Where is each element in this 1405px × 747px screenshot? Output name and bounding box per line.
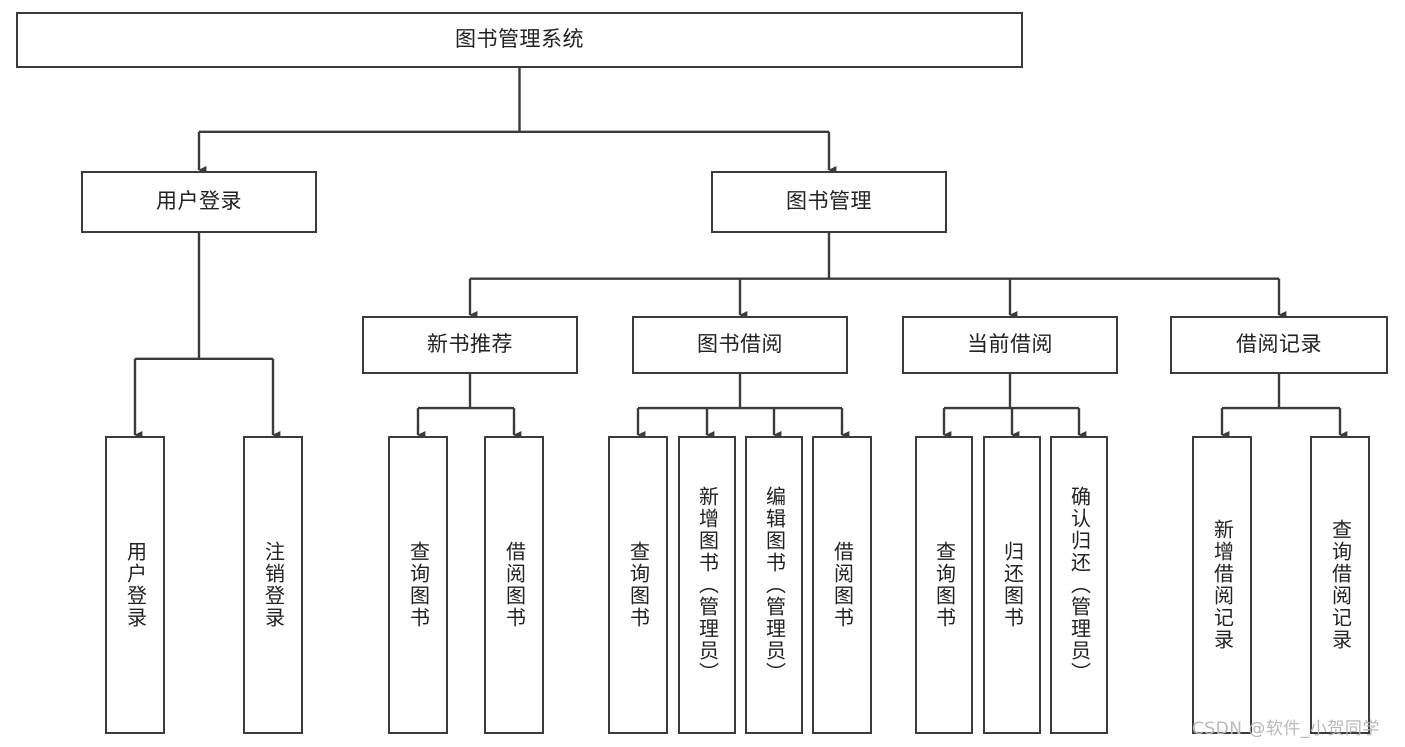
node-leaf-query-book-2[interactable]: 查询图书 xyxy=(608,436,668,734)
node-book-borrow[interactable]: 图书借阅 xyxy=(632,316,848,374)
node-label: 查询图书 xyxy=(932,541,957,629)
node-leaf-confirm-return[interactable]: 确认归还（管理员） xyxy=(1050,436,1108,734)
node-label: 新增借阅记录 xyxy=(1210,519,1235,651)
node-label: 图书管理系统 xyxy=(455,27,584,52)
node-book-manage[interactable]: 图书管理 xyxy=(711,171,947,233)
node-label: 借阅记录 xyxy=(1236,332,1322,357)
node-label: 新增图书（管理员） xyxy=(695,486,720,684)
node-leaf-query-book-1[interactable]: 查询图书 xyxy=(388,436,448,734)
node-leaf-borrow-book-1[interactable]: 借阅图书 xyxy=(484,436,544,734)
node-label: 查询借阅记录 xyxy=(1328,519,1353,651)
node-label: 用户登录 xyxy=(123,541,148,629)
node-leaf-logout[interactable]: 注销登录 xyxy=(243,436,303,734)
node-label: 借阅图书 xyxy=(830,541,855,629)
node-new-book-rec[interactable]: 新书推荐 xyxy=(362,316,578,374)
node-leaf-query-record[interactable]: 查询借阅记录 xyxy=(1310,436,1370,734)
node-leaf-edit-book[interactable]: 编辑图书（管理员） xyxy=(745,436,803,734)
node-borrow-record[interactable]: 借阅记录 xyxy=(1170,316,1388,374)
node-label: 图书管理 xyxy=(786,189,872,214)
node-leaf-query-book-3[interactable]: 查询图书 xyxy=(915,436,973,734)
node-label: 当前借阅 xyxy=(967,332,1053,357)
node-current-borrow[interactable]: 当前借阅 xyxy=(902,316,1118,374)
node-label: 注销登录 xyxy=(261,541,286,629)
node-label: 编辑图书（管理员） xyxy=(762,486,787,684)
node-label: 借阅图书 xyxy=(502,541,527,629)
node-label: 新书推荐 xyxy=(427,332,513,357)
node-label: 用户登录 xyxy=(156,189,242,214)
node-leaf-add-record[interactable]: 新增借阅记录 xyxy=(1192,436,1252,734)
node-leaf-return-book[interactable]: 归还图书 xyxy=(983,436,1041,734)
csdn-watermark: CSDN @软件_小贺同学 xyxy=(1192,719,1380,739)
node-label: 确认归还（管理员） xyxy=(1067,486,1092,684)
node-leaf-user-login[interactable]: 用户登录 xyxy=(105,436,165,734)
node-user-login[interactable]: 用户登录 xyxy=(81,171,317,233)
node-label: 查询图书 xyxy=(626,541,651,629)
node-label: 归还图书 xyxy=(1000,541,1025,629)
node-leaf-add-book[interactable]: 新增图书（管理员） xyxy=(678,436,736,734)
node-label: 查询图书 xyxy=(406,541,431,629)
node-leaf-borrow-book-2[interactable]: 借阅图书 xyxy=(812,436,872,734)
node-root[interactable]: 图书管理系统 xyxy=(16,12,1023,68)
node-label: 图书借阅 xyxy=(697,332,783,357)
